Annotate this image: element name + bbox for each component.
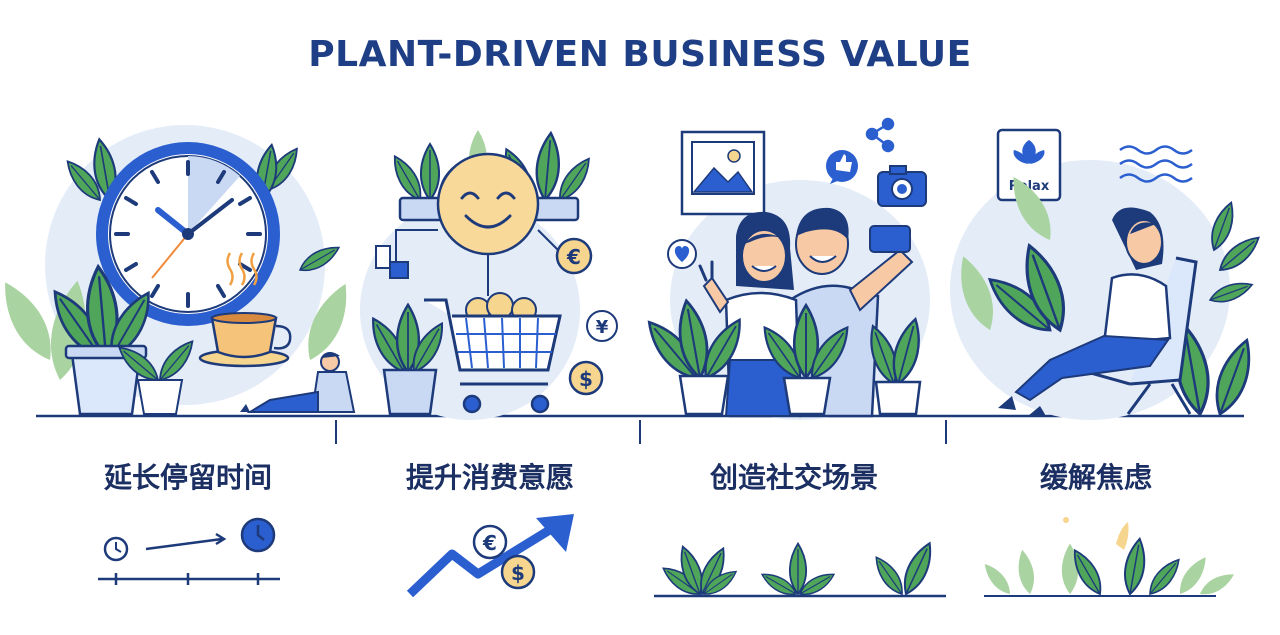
panel-3-label: 创造社交场景 (709, 461, 878, 494)
dollar-coin-icon: $ (568, 360, 604, 396)
calm-foliage-icon (979, 517, 1238, 600)
potted-plant-icon (43, 263, 200, 416)
wave-lines-icon (1119, 145, 1193, 183)
svg-text:€: € (566, 245, 581, 269)
svg-text:$: $ (579, 367, 593, 391)
panel-1-label: 延长停留时间 (103, 461, 272, 494)
growth-arrow-icon: € $ (406, 514, 574, 598)
svg-text:$: $ (511, 561, 525, 585)
sprouts-icon (654, 538, 946, 601)
panel-2-illustration: € ¥ $ (360, 130, 618, 420)
panel-2-label: 提升消费意愿 (405, 461, 574, 494)
like-bubble-icon (826, 150, 858, 184)
relax-sign-icon: Relax (996, 128, 1062, 202)
share-icon (865, 117, 895, 153)
panel-1-illustration (0, 125, 358, 416)
camera-icon (877, 165, 927, 207)
heart-bubble-icon (667, 239, 697, 269)
panel-3-illustration (638, 117, 930, 420)
svg-text:€: € (482, 531, 497, 555)
euro-coin-icon: € (555, 237, 593, 275)
panel-4-label: 缓解焦虑 (1039, 461, 1152, 494)
svg-text:¥: ¥ (596, 317, 609, 338)
plant-icon (363, 303, 451, 416)
page-title: PLANT-DRIVEN BUSINESS VALUE (308, 34, 972, 75)
coffee-cup-icon (198, 252, 292, 368)
relaxing-person-icon (240, 352, 356, 413)
smiley-face-icon (436, 152, 540, 256)
yen-coin-icon: ¥ (586, 310, 618, 342)
panel-4-illustration: Relax (950, 128, 1265, 420)
photo-frame-icon (680, 130, 766, 216)
timeline-icon (98, 517, 280, 585)
plant-icon (638, 297, 928, 416)
reclining-person-icon (998, 207, 1198, 416)
shopping-cart-icon (424, 292, 562, 414)
clock-icon (96, 142, 280, 326)
